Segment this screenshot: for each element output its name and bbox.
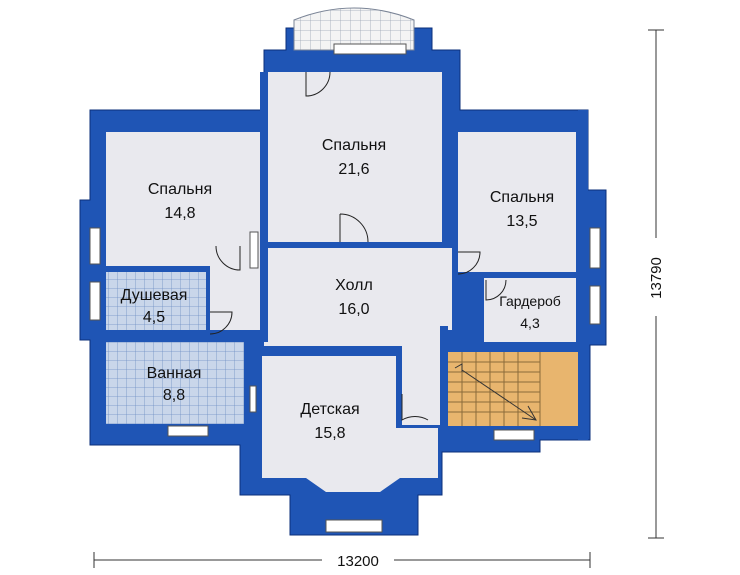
interior-walls bbox=[96, 72, 588, 440]
room-area: 21,6 bbox=[338, 161, 369, 178]
window-right-2 bbox=[589, 285, 601, 325]
floor-hall bbox=[210, 248, 452, 425]
floor-stairs bbox=[448, 352, 578, 426]
window-left-1 bbox=[89, 227, 101, 265]
floor-bedroom-right bbox=[458, 132, 576, 272]
dimension-height-label: 13790 bbox=[648, 257, 665, 299]
room-name: Спальня bbox=[148, 181, 212, 198]
window-bottom-stair bbox=[493, 429, 535, 441]
room-name: Спальня bbox=[322, 137, 386, 154]
room-area: 4,5 bbox=[143, 309, 165, 326]
room-labels: Спальня 21,6 Спальня 14,8 Спальня 13,5 Х… bbox=[121, 137, 561, 442]
floor-shower bbox=[106, 272, 206, 330]
room-area: 14,8 bbox=[164, 205, 195, 222]
room-area: 8,8 bbox=[163, 387, 185, 404]
room-area: 4,3 bbox=[520, 315, 540, 331]
room-name: Детская bbox=[300, 401, 359, 418]
windows bbox=[89, 43, 601, 533]
door-swings bbox=[209, 71, 507, 421]
window-bottom-kids bbox=[325, 519, 383, 533]
window-right-1 bbox=[589, 227, 601, 269]
floor-wardrobe bbox=[484, 278, 576, 342]
room-area: 16,0 bbox=[338, 301, 369, 318]
window-left-2 bbox=[89, 281, 101, 321]
room-name: Душевая bbox=[121, 287, 188, 304]
floor-bath bbox=[106, 342, 244, 424]
room-area: 13,5 bbox=[506, 213, 537, 230]
dimension-width-label: 13200 bbox=[337, 553, 379, 570]
window-top bbox=[333, 43, 407, 55]
staircase bbox=[448, 352, 541, 426]
room-floors bbox=[106, 72, 578, 492]
floor-kids bbox=[262, 356, 438, 492]
balcony-top bbox=[293, 7, 415, 51]
room-area: 15,8 bbox=[314, 425, 345, 442]
floor-bedroom-left bbox=[106, 132, 260, 266]
room-name: Спальня bbox=[490, 189, 554, 206]
window-bottom-bath bbox=[167, 425, 209, 437]
room-name: Ванная bbox=[147, 365, 202, 382]
floor-bedroom-top bbox=[268, 72, 442, 242]
room-name: Гардероб bbox=[499, 293, 561, 309]
room-name: Холл bbox=[335, 277, 373, 294]
